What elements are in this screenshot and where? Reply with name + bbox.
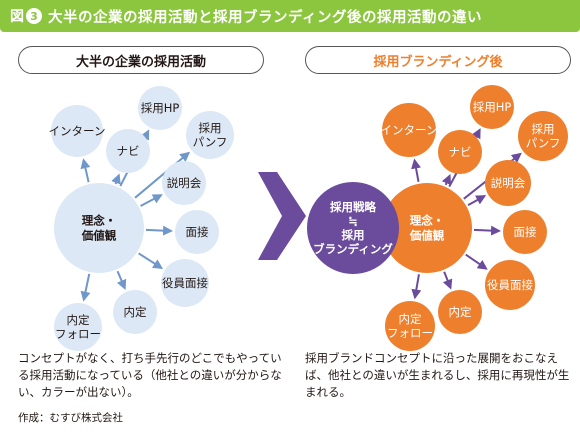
strategy-node: 採用戦略≒採用ブランディング	[307, 182, 399, 274]
right-node-circle	[438, 130, 482, 174]
right-node-circle	[382, 103, 436, 157]
left-node-circle	[162, 161, 206, 205]
left-node-label: 内定フォロー	[55, 313, 101, 341]
left-node-yakuin: 役員面接	[161, 259, 209, 307]
strategy-label: 採用戦略≒採用ブランディング	[313, 200, 393, 256]
left-center-circle	[54, 183, 144, 273]
left-arrow-yakuin	[138, 252, 164, 269]
left-node-follow: 内定フォロー	[54, 303, 102, 351]
right-node-label: 役員面接	[487, 278, 533, 292]
right-node-circle	[485, 160, 531, 206]
right-node-mensetsu: 面接	[503, 210, 547, 254]
left-arrow-mensetsu	[145, 225, 174, 236]
right-node-label: 採用パンフ	[526, 122, 561, 150]
left-arrow-intern	[80, 158, 91, 183]
left-node-label: 採用HP	[141, 101, 180, 115]
left-arrow-naitei	[116, 270, 127, 290]
left-node-circle	[161, 259, 209, 307]
left-node-label: 面接	[186, 225, 209, 239]
right-node-hp: 採用HP	[470, 85, 514, 129]
left-node-circle	[106, 129, 150, 173]
left-node-circle	[51, 105, 103, 157]
right-arrow-intern	[411, 158, 421, 182]
right-node-yakuin: 役員面接	[485, 260, 535, 310]
right-node-follow: 内定フォロー	[385, 301, 435, 351]
left-node-naitei: 内定	[113, 290, 157, 334]
left-node-label: ナビ	[117, 144, 140, 158]
left-panel-header: 大半の企業の採用活動	[18, 46, 264, 74]
right-node-navi: ナビ	[438, 130, 482, 174]
left-node-label: インターン	[49, 124, 106, 138]
right-node-circle	[503, 210, 547, 254]
right-center-label: 理念・価値観	[409, 214, 445, 243]
title-bar: 図 3 大半の企業の採用活動と採用ブランディング後の採用活動の違い	[0, 0, 580, 32]
left-node-circle	[186, 111, 234, 159]
right-arrow-follow	[411, 274, 422, 300]
credit-text: 作成：むすび株式会社	[18, 412, 123, 424]
left-node-hp: 採用HP	[138, 86, 182, 130]
left-node-circle	[113, 290, 157, 334]
left-node-circle	[54, 303, 102, 351]
left-center-label: 理念・価値観	[81, 214, 117, 243]
right-arrow-navi	[441, 174, 452, 186]
right-node-circle	[485, 260, 535, 310]
left-node-label: 役員面接	[162, 276, 208, 290]
left-node-navi: ナビ	[106, 129, 150, 173]
right-node-circle	[385, 301, 435, 351]
left-node-mensetsu: 面接	[175, 210, 219, 254]
figure-label: 図 3	[10, 6, 42, 26]
left-node-label: 採用パンフ	[193, 121, 228, 149]
left-center-node: 理念・価値観	[54, 183, 144, 273]
right-node-pamph: 採用パンフ	[518, 111, 568, 161]
right-node-circle	[470, 85, 514, 129]
left-node-label: 説明会	[167, 176, 202, 190]
left-node-intern: インターン	[49, 105, 106, 157]
left-node-setsumei: 説明会	[162, 161, 206, 205]
figure-title: 大半の企業の採用活動と採用ブランディング後の採用活動の違い	[48, 8, 482, 26]
left-node-circle	[138, 86, 182, 130]
right-caption: 採用ブランドコンセプトに沿った展開をおこなえば、他社との違いが生まれるし、採用に…	[305, 351, 570, 399]
left-node-circle	[175, 210, 219, 254]
right-node-setsumei: 説明会	[485, 160, 531, 206]
right-node-label: 内定フォロー	[387, 312, 433, 340]
right-arrow-naitei	[442, 271, 453, 290]
left-arrow-follow	[80, 273, 91, 302]
right-arrow-mensetsu	[473, 225, 502, 236]
right-node-intern: インターン	[381, 103, 438, 157]
right-node-circle	[438, 290, 482, 334]
right-arrow-yakuin	[465, 253, 488, 270]
right-panel-header: 採用ブランディング後	[305, 46, 571, 74]
right-node-label: 面接	[514, 225, 537, 239]
right-center-circle	[382, 183, 472, 273]
right-arrow-setsumei	[467, 195, 487, 207]
left-node-pamph: 採用パンフ	[186, 111, 234, 159]
figure-number: 3	[26, 8, 42, 24]
right-node-circle	[518, 111, 568, 161]
right-node-label: 内定	[449, 305, 472, 319]
right-node-naitei: 内定	[438, 290, 482, 334]
left-arrow-setsumei	[140, 194, 163, 207]
figure-label-text: 図	[10, 9, 24, 25]
right-node-label: 説明会	[491, 176, 526, 190]
left-caption: コンセプトがなく、打ち手先行のどこでもやっている採用活動になっている（他社との違…	[18, 351, 282, 399]
strategy-circle	[307, 182, 399, 274]
left-arrow-pamph	[134, 151, 191, 199]
right-node-label: 採用HP	[473, 100, 512, 114]
left-arrow-navi	[111, 173, 121, 185]
right-center-node: 理念・価値観	[382, 183, 472, 273]
right-node-label: インターン	[381, 123, 438, 137]
right-node-label: ナビ	[449, 145, 472, 159]
left-node-label: 内定	[124, 305, 147, 319]
transition-arrow	[258, 172, 306, 260]
